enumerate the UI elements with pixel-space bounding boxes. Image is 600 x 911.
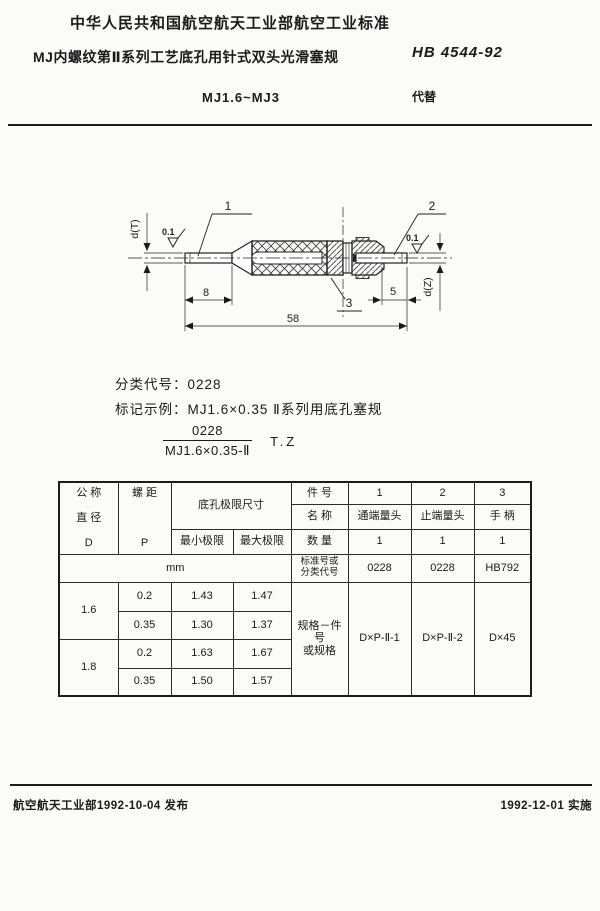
table-row: 名 称 通端量头 止端量头 手 柄 [59, 503, 532, 530]
collet-bottom-tab [355, 274, 370, 279]
row-header-std-or-class: 标准号或 分类代号 [290, 553, 349, 583]
marking-fraction: 0228 MJ1.6×0.35-Ⅱ T.Z [163, 423, 297, 459]
part-no-2: 2 [410, 481, 475, 505]
qty-2: 1 [410, 528, 475, 555]
part-callout-2: 2 [393, 199, 446, 256]
class-code-line: 分类代号：0228 [115, 377, 222, 392]
std-1: 0228 [347, 553, 412, 583]
header-divider-rule [8, 124, 592, 126]
footer-issued-line: 航空航天工业部1992-10-04 发布 [13, 800, 189, 812]
row-header-part-no: 件 号 [290, 481, 349, 505]
col-header-min-limit: 最小极限 [170, 528, 234, 555]
dim-left-pin [184, 265, 233, 331]
qty-3: 1 [473, 528, 532, 555]
standard-org-line: 中华人民共和国航空航天工业部航空工业标准 [70, 15, 391, 32]
dT-label: d(T) [129, 219, 141, 238]
diameter-1.6: 1.6 [58, 581, 119, 640]
table-row: mm 标准号或 分类代号 0228 0228 HB792 [58, 553, 532, 583]
size-range: MJ1.6~MJ3 [202, 90, 281, 105]
diameter-1.8: 1.8 [58, 638, 119, 697]
fraction-numerator: 0228 [192, 423, 223, 438]
part-callout-1: 1 [197, 199, 252, 257]
table-row: 1.8 0.2 1.63 1.67 [58, 638, 531, 697]
part-label-1: 1 [225, 199, 232, 213]
standard-number: HB 4544-92 [412, 44, 503, 61]
marking-example-line: 标记示例：MJ1.6×0.35 Ⅱ系列用底孔塞规 [115, 402, 383, 417]
footer-divider-rule [10, 784, 592, 786]
dim-total-length-value: 58 [287, 313, 299, 325]
std-3: HB792 [473, 553, 532, 583]
max-cell: 1.57 [232, 667, 292, 697]
dZ-label: d(Z) [422, 277, 434, 296]
table-row: 0.35 1.50 1.57 [59, 667, 531, 697]
spec-3: D×45 [473, 581, 532, 697]
spec-2: D×P-Ⅱ-2 [410, 581, 475, 697]
pitch-cell: 0.35 [117, 610, 172, 640]
surface-tolerance-symbol-left: 0.1 [162, 227, 186, 249]
max-cell: 1.47 [232, 581, 292, 612]
pitch-cell: 0.2 [117, 581, 172, 612]
part-name-3: 手 柄 [473, 503, 532, 530]
pitch-cell: 0.2 [117, 638, 172, 669]
col-header-hole-limits: 底孔极限尺寸 [170, 481, 292, 530]
part-callout-3: 3 [330, 277, 362, 312]
surface-tolerance-symbol-right: 0.1 [406, 233, 430, 255]
dim-dT [143, 213, 183, 291]
row-header-qty: 数 量 [290, 528, 349, 555]
col-header-max-limit: 最大极限 [232, 528, 292, 555]
fraction-denominator: MJ1.6×0.35-Ⅱ [163, 440, 253, 459]
col-header-nominal-diameter: 公 称 直 径 D [58, 481, 119, 555]
gauge-technical-drawing: d(T) 0.1 1 2 3 0.1 d(Z) [128, 199, 452, 331]
footer-implemented-line: 1992-12-01 实施 [500, 800, 592, 812]
pitch-cell: 0.35 [117, 667, 172, 697]
dim-right-pin [368, 267, 421, 331]
classification-block: 分类代号：0228 标记示例：MJ1.6×0.35 Ⅱ系列用底孔塞规 [115, 372, 382, 422]
table-row: 1.6 0.2 1.43 1.47 规格－件号 或规格 D×P-Ⅱ-1 D×P-… [58, 581, 532, 697]
standard-title: MJ内螺纹第Ⅱ系列工艺底孔用针式双头光滑塞规 [33, 49, 339, 65]
part-no-3: 3 [473, 481, 532, 505]
supersedes-label: 代替 [412, 90, 437, 104]
row-header-spec-or-partno: 规格－件号 或规格 [290, 581, 349, 697]
dim-left-pin-value: 8 [203, 287, 209, 299]
min-cell: 1.30 [170, 610, 234, 640]
row-header-name: 名 称 [290, 503, 349, 530]
part-label-3: 3 [346, 296, 353, 310]
table-row: 最小极限 最大极限 数 量 1 1 1 [59, 528, 532, 555]
part-name-2: 止端量头 [410, 503, 475, 530]
qty-1: 1 [347, 528, 412, 555]
fraction-suffix: T.Z [270, 433, 298, 449]
table-row: 公 称 直 径 D 螺 距 P 底孔极限尺寸 件 号 1 2 3 [58, 481, 532, 555]
part-label-2: 2 [429, 199, 436, 213]
max-cell: 1.37 [232, 610, 292, 640]
part-no-1: 1 [347, 481, 412, 505]
dim-right-pin-value: 5 [390, 286, 396, 298]
unit-cell: mm [58, 553, 292, 583]
std-2: 0228 [410, 553, 475, 583]
col-header-pitch: 螺 距 P [117, 481, 172, 555]
max-cell: 1.67 [232, 638, 292, 669]
min-cell: 1.63 [170, 638, 234, 669]
min-cell: 1.50 [170, 667, 234, 697]
tolerance-value: 0.1 [406, 233, 419, 243]
spec-1: D×P-Ⅱ-1 [347, 581, 412, 697]
min-cell: 1.43 [170, 581, 234, 612]
collet-top-tab [355, 237, 370, 242]
part-name-1: 通端量头 [347, 503, 412, 530]
tolerance-value: 0.1 [162, 227, 175, 237]
dim-dZ [409, 233, 446, 311]
spec-table: 公 称 直 径 D 螺 距 P 底孔极限尺寸 件 号 1 2 3 名 称 通端量… [58, 481, 532, 697]
